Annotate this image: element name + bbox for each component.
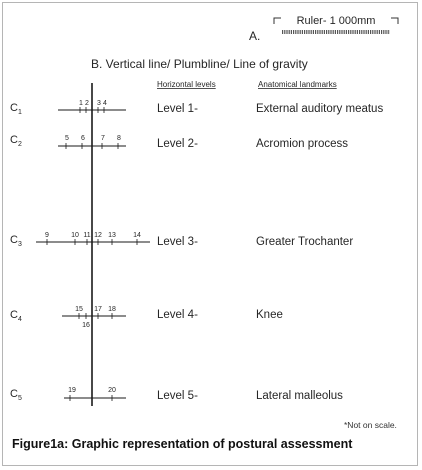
svg-text:C5: C5: [10, 388, 22, 402]
level-5-label: Level 5-: [157, 390, 198, 402]
c5-letter: C: [10, 388, 18, 400]
level-4-row: C4 15 16 17 18 Level 4- Knee: [10, 306, 283, 329]
landmark-3-label: Greater Trochanter: [256, 236, 353, 248]
point-8: 8: [117, 135, 121, 142]
c2-letter: C: [10, 134, 18, 146]
point-4: 4: [103, 100, 107, 107]
section-b-title: B. Vertical line/ Plumbline/ Line of gra…: [91, 57, 308, 71]
level-3-label: Level 3-: [157, 236, 198, 248]
point-19: 19: [68, 387, 76, 394]
svg-text:C2: C2: [10, 134, 22, 148]
point-14: 14: [133, 232, 141, 239]
level-3-row: C3 9 10 11 12 13 14 Level 3- Greater Tro…: [10, 232, 353, 248]
c2-sub: 2: [18, 141, 22, 148]
point-11: 11: [83, 232, 90, 239]
point-18: 18: [108, 306, 116, 313]
figure-caption: Figure1a: Graphic representation of post…: [12, 437, 353, 451]
level-1-label: Level 1-: [157, 103, 198, 115]
header-anatomical-landmarks: Anatomical landmarks: [258, 80, 337, 89]
point-15: 15: [75, 306, 83, 313]
point-10: 10: [71, 232, 79, 239]
point-12: 12: [94, 232, 102, 239]
c5-sub: 5: [18, 395, 22, 402]
point-5: 5: [65, 135, 69, 142]
c3-letter: C: [10, 234, 18, 246]
c1-letter: C: [10, 102, 18, 114]
ruler-bracket-left: [273, 17, 281, 24]
landmark-5-label: Lateral malleolus: [256, 390, 343, 402]
point-1: 1: [79, 100, 83, 107]
svg-text:C1: C1: [10, 102, 22, 116]
point-3: 3: [97, 100, 101, 107]
landmark-4-label: Knee: [256, 309, 283, 321]
point-13: 13: [108, 232, 116, 239]
c3-sub: 3: [18, 241, 22, 248]
level-5-row: C5 19 20 Level 5- Lateral malleolus: [10, 387, 343, 402]
level-4-label: Level 4-: [157, 309, 198, 321]
landmark-2-label: Acromion process: [256, 138, 348, 150]
point-9: 9: [45, 232, 49, 239]
level-1-row: C1 1 2 3 4 Level 1- External auditory me…: [10, 100, 383, 116]
level-2-label: Level 2-: [157, 138, 198, 150]
point-6: 6: [81, 135, 85, 142]
section-a-letter: A.: [249, 29, 260, 43]
c4-sub: 4: [18, 316, 22, 323]
c1-sub: 1: [18, 109, 22, 116]
svg-text:C3: C3: [10, 234, 22, 248]
header-horizontal-levels: Horizontal levels: [157, 80, 216, 89]
landmark-1-label: External auditory meatus: [256, 103, 383, 115]
scale-note: *Not on scale.: [344, 420, 397, 430]
point-2: 2: [85, 100, 89, 107]
c4-letter: C: [10, 309, 18, 321]
point-20: 20: [108, 387, 116, 394]
ruler-label: Ruler- 1 000mm: [297, 15, 376, 27]
ruler-bracket-right: [391, 17, 399, 24]
point-17: 17: [94, 306, 102, 313]
svg-text:C4: C4: [10, 309, 22, 323]
level-2-row: C2 5 6 7 8 Level 2- Acromion process: [10, 134, 348, 150]
figure-frame: [2, 2, 418, 466]
point-16: 16: [82, 322, 90, 329]
point-7: 7: [101, 135, 105, 142]
